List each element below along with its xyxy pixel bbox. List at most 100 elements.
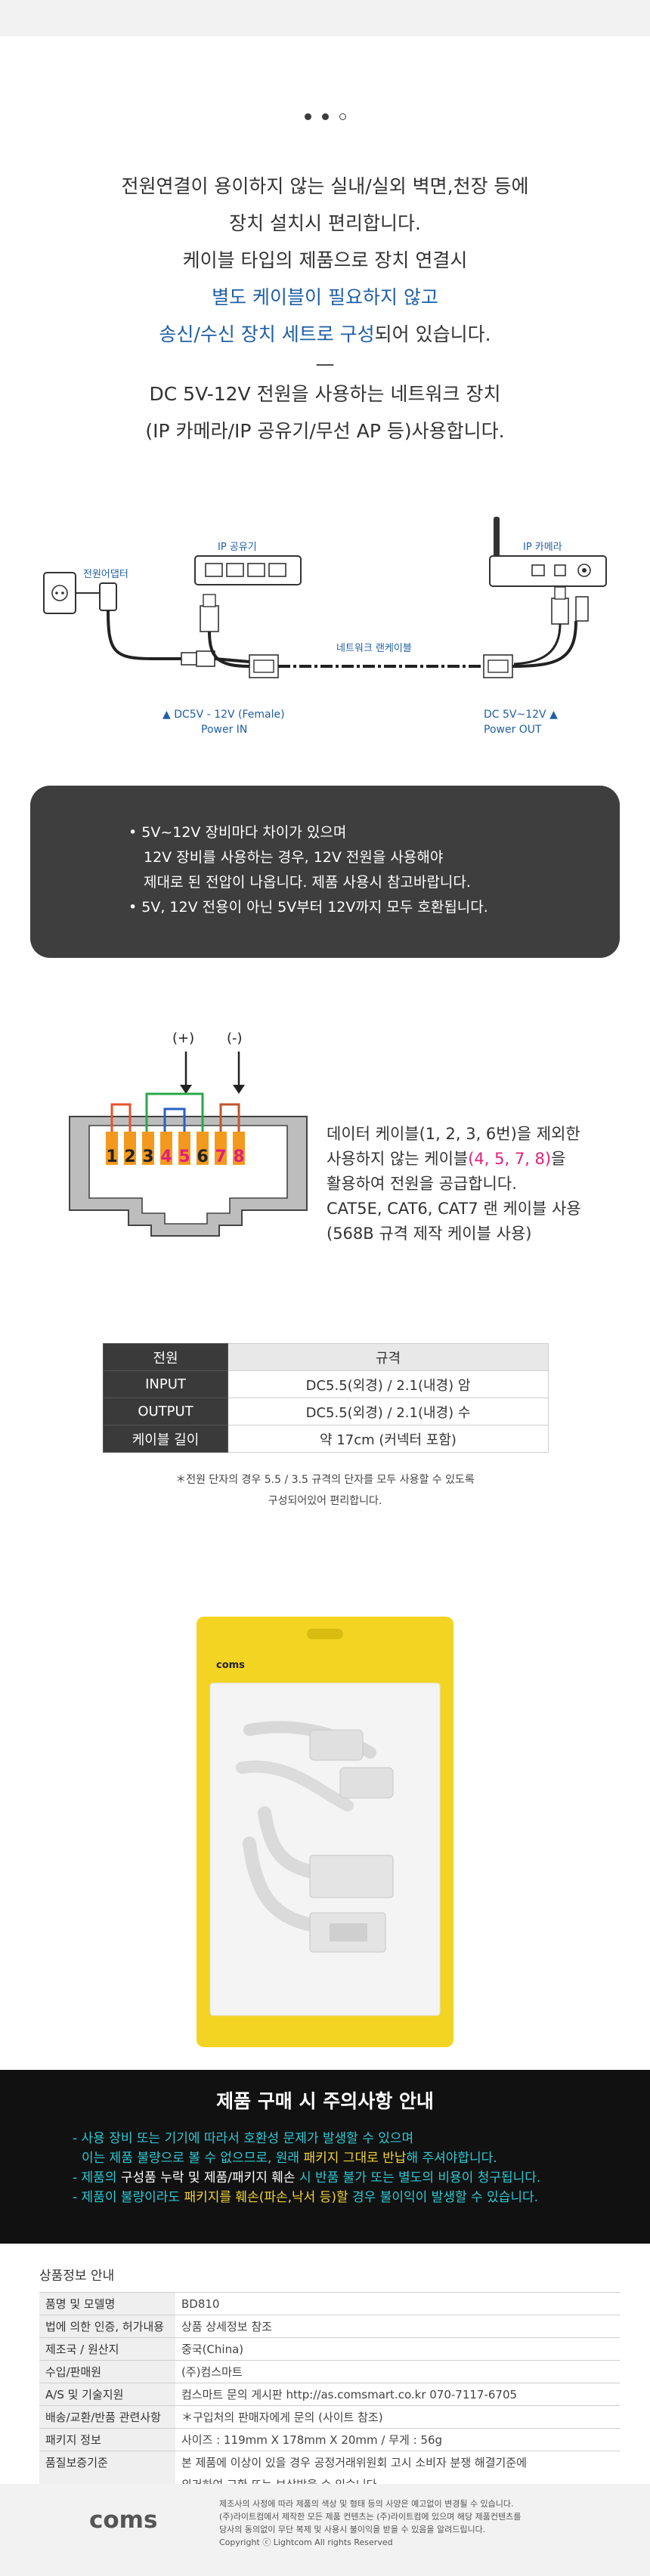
warning-line: - 제품의 구성품 누락 및 제품/패키지 훼손 시 반품 불가 또는 별도의 … xyxy=(73,2168,540,2188)
intro-text: 전원연결이 용이하지 않는 실내/실외 벽면,천장 등에 장치 설치시 편리합니… xyxy=(0,168,650,449)
table-row: 케이블 길이 약 17cm (커넥터 포함) xyxy=(103,1425,549,1453)
power-out-label: DC 5V~12V ▲ xyxy=(484,709,558,721)
table-row: INPUT DC5.5(외경) / 2.1(내경) 암 xyxy=(103,1370,549,1398)
pin-number: 2 xyxy=(124,1147,135,1166)
info-key: 품질보증기준 xyxy=(39,2451,175,2473)
spec-label: 케이블 길이 xyxy=(103,1425,228,1453)
spec-value: DC5.5(외경) / 2.1(내경) 암 xyxy=(228,1370,549,1398)
spec-header: 전원 규격 xyxy=(103,1343,549,1371)
pin-contact xyxy=(233,1132,245,1165)
desc-line: CAT5E, CAT6, CAT7 랜 케이블 사용 xyxy=(327,1200,581,1218)
warning-highlight: 패키지 그대로 반납 xyxy=(303,2151,407,2166)
dot xyxy=(304,113,311,120)
info-key: 배송/교환/반품 관련사항 xyxy=(39,2405,175,2429)
note-line: 12V 장비를 사용하는 경우, 12V 전원을 사용해야 xyxy=(144,849,444,866)
info-value: ＊구입처의 판매자에게 문의 (사이트 참조) xyxy=(175,2405,620,2429)
warning-highlight: 구성품 누락 및 제품/패키지 훼손 xyxy=(120,2170,296,2185)
footer: coms 제조사의 사정에 따라 제품의 색상 및 형태 등의 사양은 예고없이… xyxy=(0,2484,650,2576)
product-package-photo: coms xyxy=(197,1617,453,2047)
router-label: IP 공유기 xyxy=(218,542,257,553)
ip-camera-icon xyxy=(489,517,607,587)
info-title: 상품정보 안내 xyxy=(39,2269,115,2284)
info-value: 중국(China) xyxy=(175,2337,620,2361)
warning-text: 시 반품 불가 또는 별도의 비용이 청구됩니다. xyxy=(295,2170,541,2185)
table-row: 배송/교환/반품 관련사항＊구입처의 판매자에게 문의 (사이트 참조) xyxy=(39,2405,620,2429)
camera-label: IP 카메라 xyxy=(523,542,562,553)
info-key: 법에 의한 인증, 허가내용 xyxy=(39,2315,175,2338)
intro-line-blue: 별도 케이블이 필요하지 않고 xyxy=(212,286,438,308)
pin-contact xyxy=(178,1132,190,1165)
footer-line: (주)라이트컴에서 제작한 모든 제품 컨텐츠는 (주)라이트컴에 있으며 해당… xyxy=(219,2512,522,2522)
info-key: 패키지 정보 xyxy=(39,2428,175,2451)
cable-label: 네트워크 랜케이블 xyxy=(336,643,412,654)
desc-line: 데이터 케이블(1, 2, 3, 6번)을 제외한 xyxy=(327,1125,580,1143)
wall-outlet-icon xyxy=(43,572,76,614)
info-key: A/S 및 기술지원 xyxy=(39,2383,175,2406)
note-line: • 5V~12V 장비마다 차이가 있으며 xyxy=(128,824,347,841)
spec-label: INPUT xyxy=(103,1370,228,1398)
desc-pins: (4, 5, 7, 8) xyxy=(468,1150,552,1168)
footer-line: Copyright ⓒ Lightcom All rights Reserved xyxy=(219,2537,393,2547)
note-line: • 5V, 12V 전용이 아닌 5V부터 12V까지 모두 호환됩니다. xyxy=(128,899,488,916)
pin-contact xyxy=(142,1132,154,1165)
pair-wires xyxy=(110,1092,240,1132)
warning-text: 경우 불이익이 발생할 수 있습니다. xyxy=(348,2190,539,2205)
pin-contact xyxy=(160,1132,172,1165)
dot xyxy=(321,113,329,120)
footer-text: 제조사의 사정에 따라 제품의 색상 및 형태 등의 사양은 예고없이 변경될 … xyxy=(219,2497,521,2549)
spec-table: 전원 규격 INPUT DC5.5(외경) / 2.1(내경) 암 OUTPUT… xyxy=(103,1343,549,1453)
intro-line: DC 5V-12V 전원을 사용하는 네트워크 장치 xyxy=(149,383,501,405)
spec-header-value: 규격 xyxy=(228,1343,549,1371)
pin-number: 7 xyxy=(215,1147,226,1166)
footer-logo: coms xyxy=(89,2507,158,2534)
info-value: 상품 상세정보 참조 xyxy=(175,2315,620,2338)
spec-value: DC5.5(외경) / 2.1(내경) 수 xyxy=(228,1398,549,1425)
info-value: 사이즈 : 119mm X 178mm X 20mm / 무게 : 56g xyxy=(175,2428,620,2451)
intro-highlight: 송신/수신 장치 세트로 구성 xyxy=(159,323,375,345)
warning-line: - 사용 장비 또는 기기에 따라서 호환성 문제가 발생할 수 있으며 xyxy=(73,2131,414,2146)
usage-notes: • 5V~12V 장비마다 차이가 있으며 12V 장비를 사용하는 경우, 1… xyxy=(30,786,620,958)
pin-contact xyxy=(106,1132,118,1165)
desc-text: 을 xyxy=(551,1150,566,1168)
intro-line: 전원연결이 용이하지 않는 실내/실외 벽면,천장 등에 xyxy=(121,175,529,197)
pin-contact xyxy=(215,1132,227,1165)
spec-value: 약 17cm (커넥터 포함) xyxy=(228,1425,549,1453)
note-line: 제대로 된 전압이 나옵니다. 제품 사용시 참고바랍니다. xyxy=(144,874,471,891)
warning-lines: - 사용 장비 또는 기기에 따라서 호환성 문제가 발생할 수 있으며 이는 … xyxy=(73,2129,540,2207)
warning-highlight: 패키지를 훼손(파손,낙서 등)할 xyxy=(184,2190,348,2205)
info-value: 컴스마트 문의 게시판 http://as.comsmart.co.kr 070… xyxy=(175,2383,620,2406)
pin-number: 4 xyxy=(160,1147,172,1166)
info-key: 품명 및 모델명 xyxy=(39,2292,175,2315)
intro-line: 케이블 타입의 제품으로 장치 연결시 xyxy=(182,249,468,271)
desc-line: 사용하지 않는 케이블(4, 5, 7, 8)을 xyxy=(327,1147,581,1172)
info-value: 본 제품에 이상이 있을 경우 공정거래위원회 고시 소비자 분쟁 해결기준에 xyxy=(175,2451,620,2473)
power-adapter-icon xyxy=(76,582,117,611)
footer-line: 제조사의 사정에 따라 제품의 색상 및 형태 등의 사양은 예고없이 변경될 … xyxy=(219,2499,514,2509)
purchase-warning: 제품 구매 시 주의사항 안내 - 사용 장비 또는 기기에 따라서 호환성 문… xyxy=(0,2070,650,2244)
minus-label: (-) xyxy=(227,1030,243,1046)
package-brand: coms xyxy=(216,1660,245,1671)
pin-number: 6 xyxy=(197,1147,208,1166)
warning-text: - 제품의 xyxy=(73,2170,121,2185)
power-in-sub: Power IN xyxy=(201,724,247,736)
power-out-sub: Power OUT xyxy=(484,724,542,736)
spec-note-line: 구성되어있어 편리합니다. xyxy=(268,1495,382,1507)
spec-label: OUTPUT xyxy=(103,1398,228,1425)
intro-line: 송신/수신 장치 세트로 구성되어 있습니다. xyxy=(0,316,650,353)
router-icon xyxy=(194,555,302,585)
warning-text: 해 주셔야합니다. xyxy=(406,2151,497,2166)
pin-number: 8 xyxy=(233,1147,244,1166)
footer-line: 당사의 동의없이 무단 복제 및 사용시 불이익을 받을 수 있음을 알려드립니… xyxy=(219,2525,486,2534)
power-in-label: ▲ DC5V - 12V (Female) xyxy=(162,709,285,721)
spec-header-label: 전원 xyxy=(103,1343,228,1371)
intro-line: 장치 설치시 편리합니다. xyxy=(229,212,421,234)
intro-tail: 되어 있습니다. xyxy=(374,323,491,345)
desc-text: 사용하지 않는 케이블 xyxy=(327,1150,469,1168)
